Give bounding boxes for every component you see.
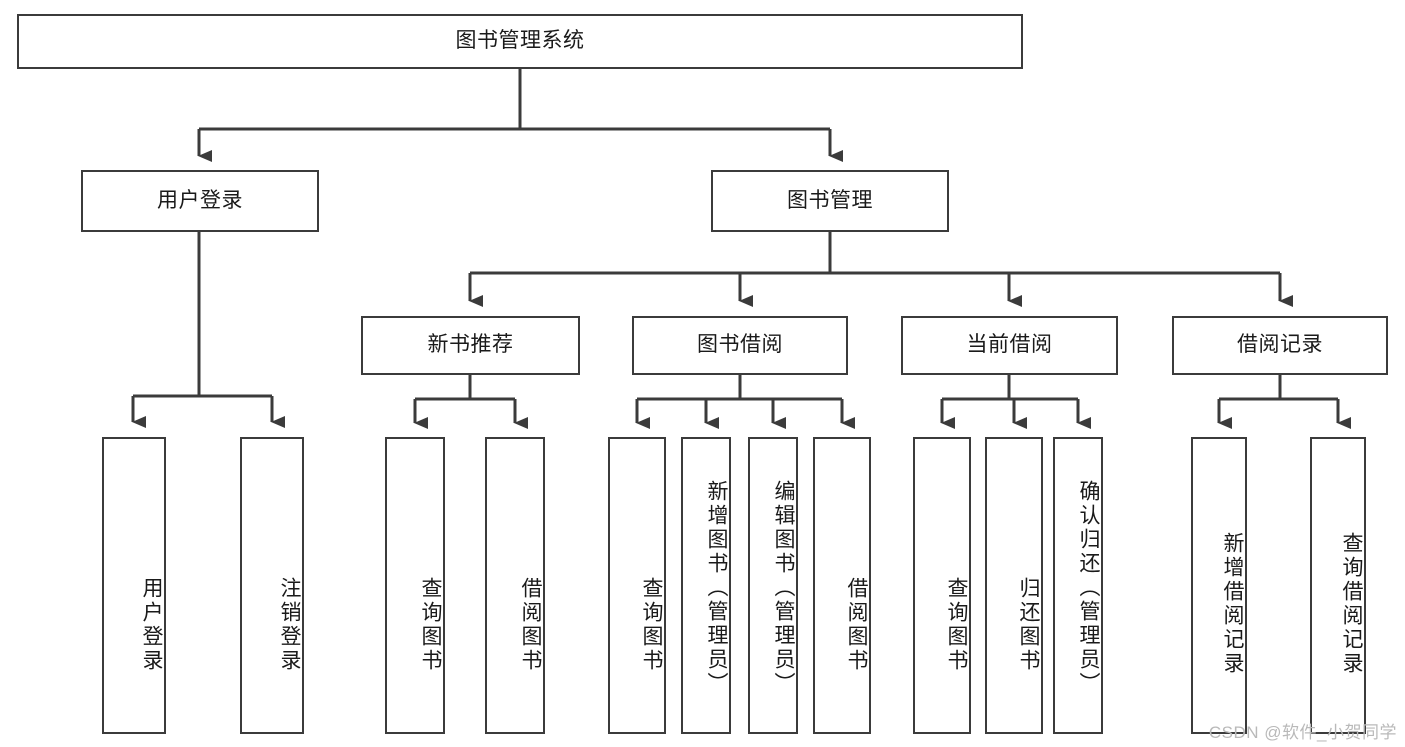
node-user-login[interactable]: 用户登录 [81,170,319,232]
node-root-label: 图书管理系统 [455,29,585,53]
node-borrow-records[interactable]: 借阅记录 [1172,316,1388,375]
node-leaf-query-book-recommend[interactable]: 查询图书 [385,437,445,734]
node-borrow-records-label: 借阅记录 [1237,333,1323,357]
node-leaf-borrow-book-label: 借阅图书 [845,576,868,673]
node-leaf-query-book-recommend-label: 查询图书 [419,576,442,673]
node-new-book-recommend-label: 新书推荐 [427,333,514,357]
node-leaf-confirm-return-admin-label: 确认归还（管理员） [1077,480,1100,696]
node-leaf-borrow-book-recommend-label: 借阅图书 [519,576,542,673]
node-leaf-add-book-admin-label: 新增图书（管理员） [705,480,728,696]
node-root[interactable]: 图书管理系统 [17,14,1023,69]
node-leaf-user-login-label: 用户登录 [140,576,163,673]
node-leaf-user-logout-label: 注销登录 [278,576,301,673]
node-book-management-label: 图书管理 [787,188,873,212]
node-leaf-return-book-label: 归还图书 [1017,576,1040,673]
node-leaf-add-borrow-record-label: 新增借阅记录 [1221,531,1244,676]
node-leaf-borrow-book[interactable]: 借阅图书 [813,437,871,734]
node-current-borrow[interactable]: 当前借阅 [901,316,1118,375]
node-user-login-label: 用户登录 [157,188,243,212]
node-leaf-add-borrow-record[interactable]: 新增借阅记录 [1191,437,1247,734]
node-leaf-borrow-book-recommend[interactable]: 借阅图书 [485,437,545,734]
node-leaf-query-book-current-label: 查询图书 [945,576,968,673]
node-new-book-recommend[interactable]: 新书推荐 [361,316,580,375]
node-current-borrow-label: 当前借阅 [966,333,1053,357]
node-leaf-user-logout[interactable]: 注销登录 [240,437,304,734]
node-book-management[interactable]: 图书管理 [711,170,949,232]
node-leaf-query-book-current[interactable]: 查询图书 [913,437,971,734]
node-leaf-query-borrow-record[interactable]: 查询借阅记录 [1310,437,1366,734]
node-leaf-query-book-borrow-label: 查询图书 [640,576,663,673]
node-leaf-return-book[interactable]: 归还图书 [985,437,1043,734]
node-leaf-edit-book-admin-label: 编辑图书（管理员） [772,480,795,696]
node-leaf-user-login[interactable]: 用户登录 [102,437,166,734]
node-leaf-confirm-return-admin[interactable]: 确认归还（管理员） [1053,437,1103,734]
node-leaf-query-borrow-record-label: 查询借阅记录 [1340,531,1363,676]
csdn-watermark: CSDN @软件_小贺同学 [1208,723,1397,742]
node-book-borrow-label: 图书借阅 [697,333,783,357]
node-book-borrow[interactable]: 图书借阅 [632,316,848,375]
node-leaf-edit-book-admin[interactable]: 编辑图书（管理员） [748,437,798,734]
node-leaf-add-book-admin[interactable]: 新增图书（管理员） [681,437,731,734]
node-leaf-query-book-borrow[interactable]: 查询图书 [608,437,666,734]
